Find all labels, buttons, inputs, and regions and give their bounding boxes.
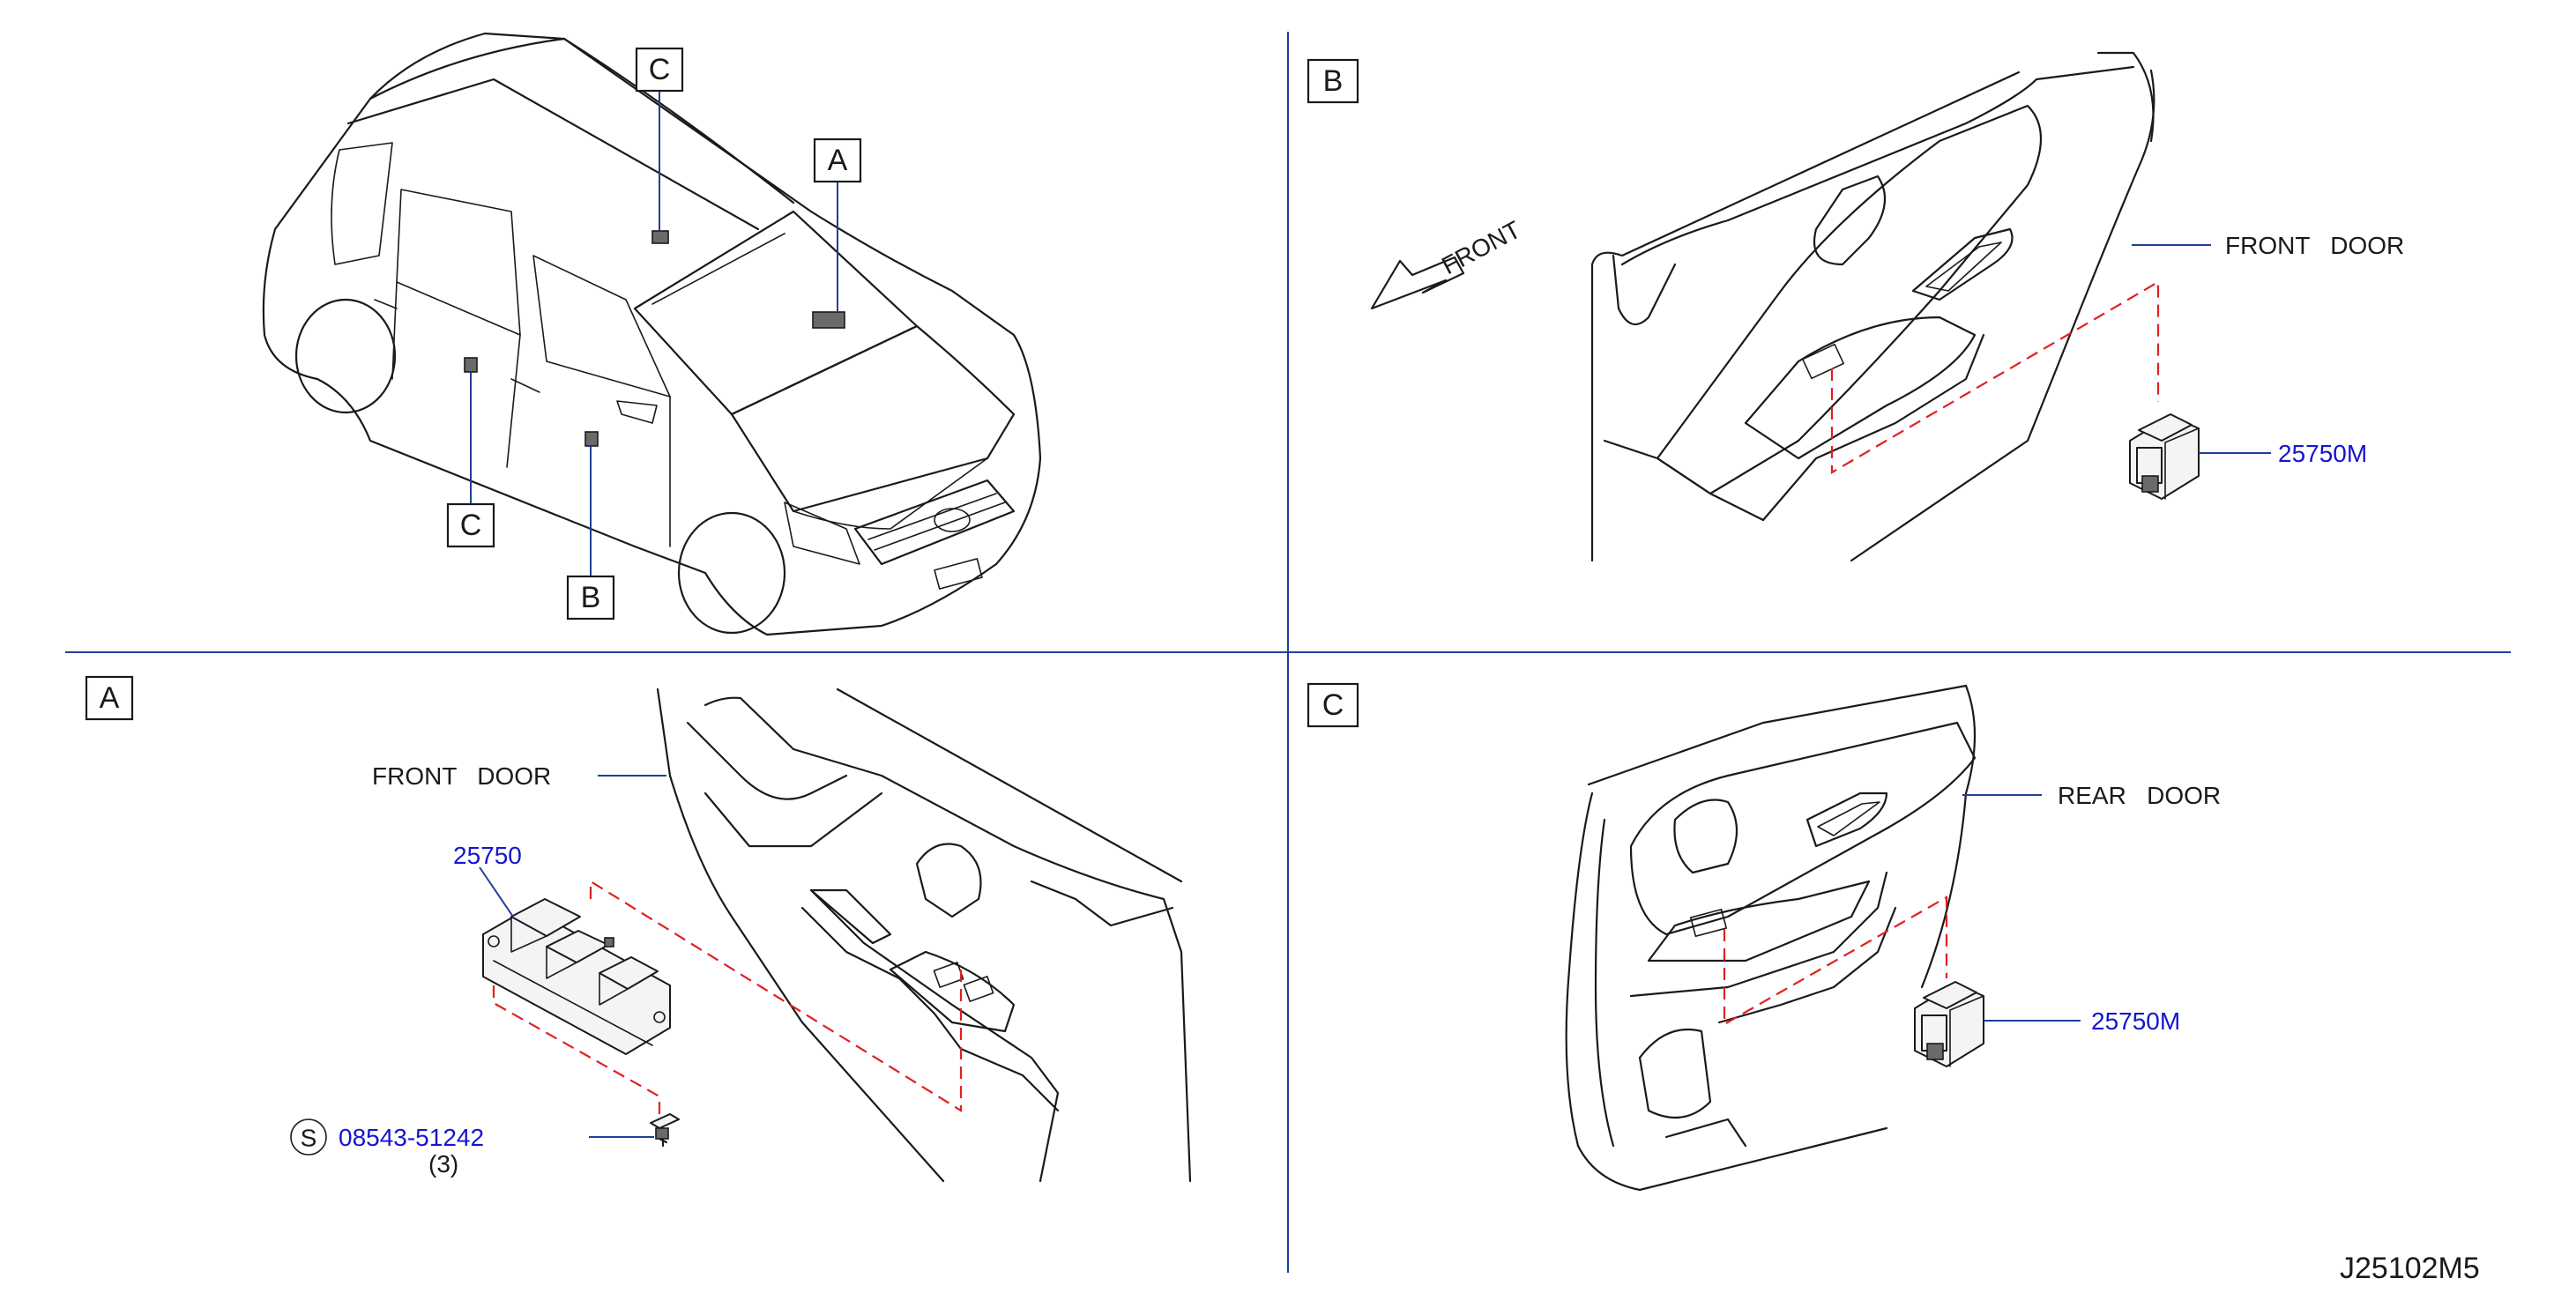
guide-a-1 — [589, 880, 963, 1112]
switch-part-25750-a — [482, 898, 671, 1055]
screw-symbol: S — [290, 1118, 327, 1156]
screw-quantity: (3) — [428, 1150, 458, 1178]
screw-part — [650, 1113, 680, 1148]
callout-b-bottom-text: B — [581, 581, 601, 614]
front-door-trim-a — [656, 687, 1192, 1183]
callout-b-bottom: B — [566, 575, 615, 621]
screw-symbol-text: S — [301, 1125, 317, 1152]
section-b-label: B — [1323, 64, 1344, 98]
guide-a-2 — [492, 985, 661, 1114]
section-b-marker: B — [1307, 58, 1359, 104]
section-a-label: A — [100, 681, 120, 715]
part-number-a: 25750 — [453, 842, 522, 869]
callout-a-top: A — [813, 137, 862, 183]
overview-leaders — [470, 90, 838, 576]
section-a-marker: A — [85, 675, 134, 721]
callout-c-bottom: C — [446, 502, 495, 548]
section-c-marker: C — [1307, 682, 1359, 728]
front-door-trim-b — [1590, 51, 2155, 562]
rear-door-label-c: REAR DOOR — [2058, 782, 2221, 809]
switch-part-25750m-b — [2129, 413, 2200, 500]
guide-b-1 — [1830, 280, 2160, 474]
callout-c-bottom-text: C — [460, 509, 482, 542]
front-door-label-b: FRONT DOOR — [2225, 232, 2404, 259]
front-door-label-a: FRONT DOOR — [372, 762, 551, 790]
callout-c-top: C — [635, 47, 684, 93]
rear-door-trim-c — [1565, 684, 1977, 1192]
diagram-code: J25102M5 — [2340, 1252, 2480, 1285]
callout-a-top-text: A — [828, 144, 848, 177]
part-number-b: 25750M — [2278, 440, 2367, 467]
part-number-c: 25750M — [2091, 1007, 2180, 1035]
callout-c-top-text: C — [649, 53, 671, 86]
section-c-label: C — [1322, 688, 1344, 722]
part-leader-a — [479, 866, 514, 918]
guide-c-1 — [1723, 896, 1948, 1026]
front-direction-indicator: FRONT — [1370, 216, 1525, 310]
vehicle-illustration — [262, 32, 1042, 636]
switch-part-25750m-c — [1914, 981, 1984, 1067]
front-direction-text: FRONT — [1437, 216, 1525, 280]
screw-part-number: 08543-51242 — [339, 1124, 484, 1151]
front-arrow-icon — [1370, 256, 1465, 310]
